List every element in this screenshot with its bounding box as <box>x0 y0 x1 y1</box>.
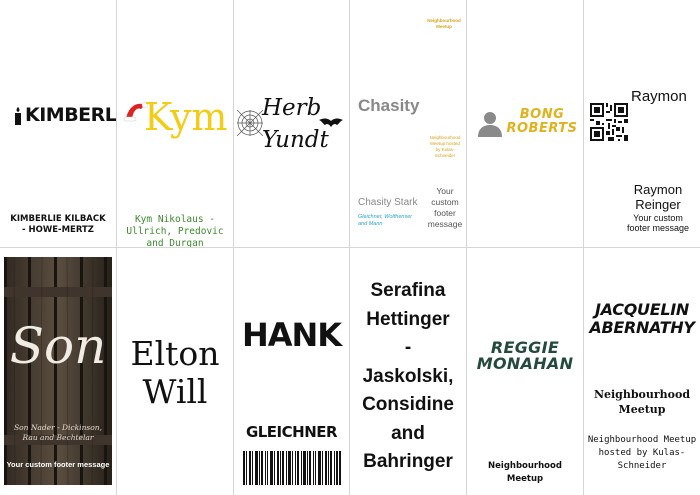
tag-first-name: Kym <box>144 95 228 139</box>
tag-name: REGGIE MONAHAN <box>476 338 574 373</box>
name-tag-bong[interactable]: BONG ROBERTS <box>467 0 583 247</box>
tag-first-name: Chasity <box>358 96 420 115</box>
tag-first-name: Son <box>9 317 107 375</box>
tag-full-name: Chasity Stark <box>358 197 418 208</box>
wood-background <box>4 257 112 485</box>
tag-full-name: Raymon Reinger <box>633 182 683 212</box>
name-tag-kym[interactable]: Kym Kym Nikolaus - Ullrich, Predovic and… <box>117 0 233 247</box>
tag-description: Neighbourhood Meetup hosted by Kulas- Sc… <box>587 435 697 471</box>
candle-icon <box>15 107 21 125</box>
tag-header: Neighbourhood Meetup <box>427 18 461 29</box>
tag-footer: Your custom footer message <box>427 186 463 229</box>
qr-code-icon <box>590 103 628 141</box>
tag-footer: Neighbourhood Meetup <box>488 461 562 484</box>
tag-full-name: Serafina Hettinger - Jaskolski, Considin… <box>362 280 454 472</box>
tag-side-note: Neighbourhood Meetup hosted by Kulas- Sc… <box>429 135 461 158</box>
tag-first-name: Raymon <box>631 88 687 105</box>
name-tag-kimberlie[interactable]: KIMBERLIE KIMBERLIE KILBACK - HOWE-MERTZ <box>0 0 116 247</box>
tag-last-name: GLEICHNER <box>245 423 338 441</box>
tag-first-name: HANK <box>241 316 342 354</box>
barcode-icon <box>243 451 341 485</box>
name-tag-son[interactable]: Son Son Nader - Dickinson, Rau and Becht… <box>4 257 112 485</box>
name-tag-jacquelin[interactable]: JACQUELIN ABERNATHY Neighbourhood Meetup… <box>584 248 700 495</box>
tag-footer: Your custom footer message <box>6 460 110 469</box>
name-tag-serafina[interactable]: Serafina Hettinger - Jaskolski, Considin… <box>350 248 466 495</box>
person-icon <box>476 109 504 137</box>
tag-full-name: KIMBERLIE KILBACK - HOWE-MERTZ <box>10 214 106 235</box>
name-tag-raymon[interactable]: Raymon Raymon Reinger Your custom footer… <box>584 0 700 247</box>
tag-first-name: KIMBERLIE <box>25 104 116 126</box>
name-tag-elton[interactable]: Elton Will <box>117 248 233 495</box>
name-tag-reggie[interactable]: REGGIE MONAHAN Neighbourhood Meetup <box>467 248 583 495</box>
tag-first-name: Herb <box>262 95 322 121</box>
tag-company: Gleichner, Wolfhenser and Mann <box>358 214 413 227</box>
tag-name: Elton Will <box>130 334 220 411</box>
bat-icon <box>319 118 343 127</box>
name-tag-hank[interactable]: HANK GLEICHNER <box>234 248 349 495</box>
grid-divider <box>0 247 700 248</box>
spiderweb-icon <box>237 110 263 136</box>
name-tag-chasity[interactable]: Neighbourhood Meetup Chasity Neighbourho… <box>350 0 466 247</box>
tag-name: BONG ROBERTS <box>506 107 578 136</box>
santa-hat-icon <box>123 101 149 122</box>
tag-last-name: Yundt <box>262 127 329 153</box>
tag-company: Son Nader - Dickinson, Rau and Bechtelar <box>14 423 102 442</box>
tag-full-name: Kym Nikolaus - Ullrich, Predovic and Dur… <box>126 214 224 247</box>
tag-name: JACQUELIN ABERNATHY <box>589 300 695 337</box>
name-tag-herb[interactable]: Herb Yundt <box>234 0 349 247</box>
tag-footer: Your custom footer message <box>626 213 690 233</box>
tag-title: Neighbourhood Meetup <box>593 388 691 416</box>
